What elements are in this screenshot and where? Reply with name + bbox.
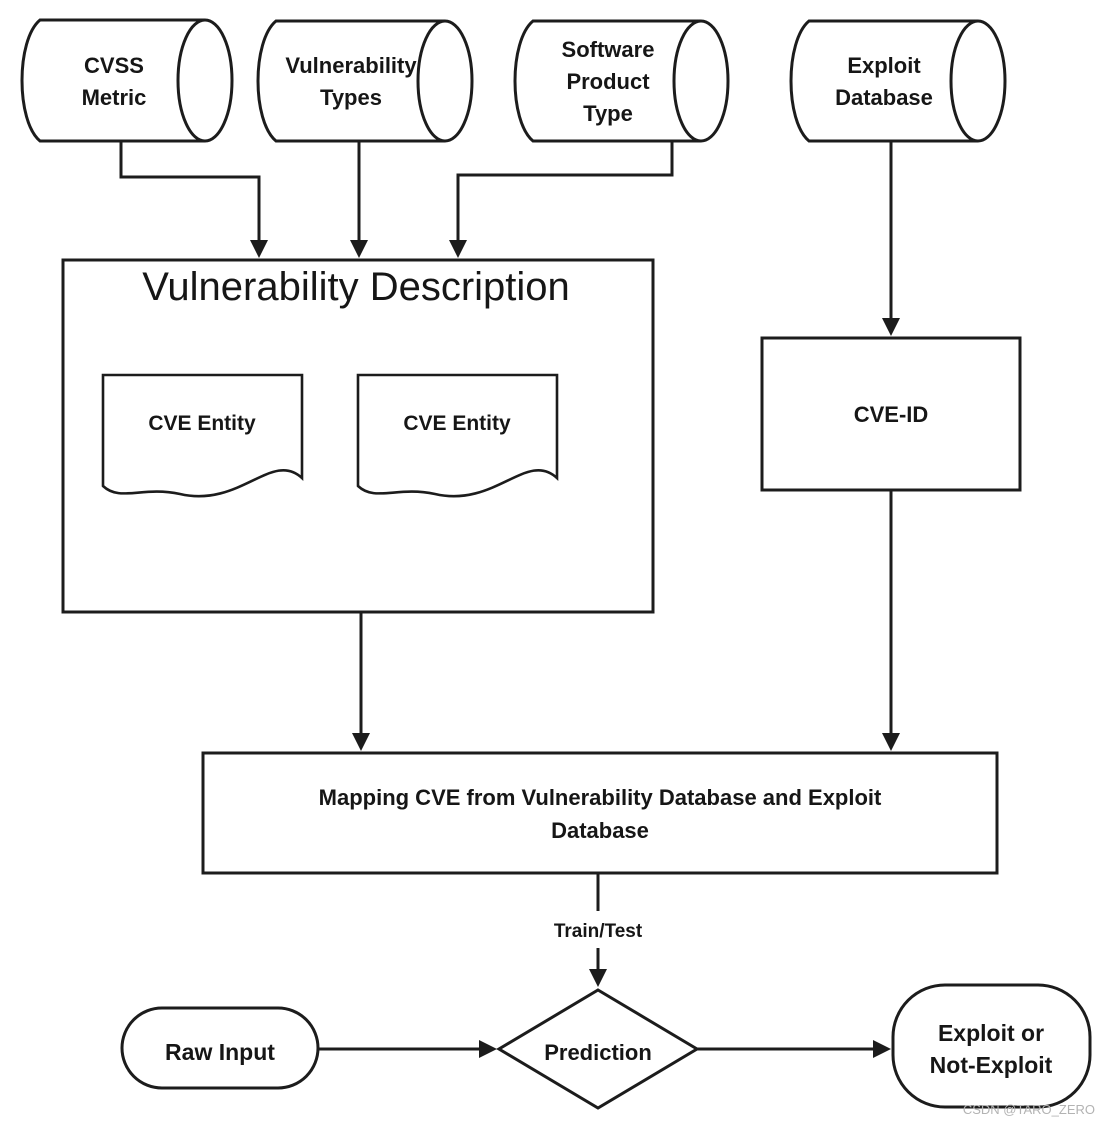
edge-cvss-to-description	[119, 141, 261, 242]
cve-entity-document-2	[356, 373, 559, 498]
result-label-line2: Not-Exploit	[930, 1052, 1053, 1078]
cveid-label: CVE-ID	[854, 402, 929, 427]
softwaretype-label-line3: Type	[583, 101, 633, 126]
exploitdb-cylinder-cap	[949, 19, 1007, 143]
mapping-label-line2: Database	[551, 818, 649, 843]
node-exploit-or-not: Exploit or Not-Exploit	[891, 983, 1092, 1109]
arrowhead-cveid-icon	[882, 733, 900, 751]
node-exploit-database: Exploit Database	[789, 19, 1007, 143]
edge-softwaretype-to-description	[456, 141, 674, 242]
mapping-box	[201, 751, 999, 875]
exploitdb-cylinder-body	[789, 19, 978, 143]
vulntypes-label-line2: Types	[320, 85, 382, 110]
cve-entity-1-label: CVE Entity	[148, 412, 256, 435]
cvss-cylinder-cap	[176, 18, 234, 143]
node-vulnerability-types: Vulnerability Types	[256, 19, 474, 143]
cveid-box	[760, 336, 1022, 492]
arrowhead-exploitdb-icon	[882, 318, 900, 336]
cvss-label-line1: CVSS	[84, 53, 144, 78]
exploitdb-label-line1: Exploit	[847, 53, 921, 78]
arrowhead-traintest-icon	[589, 969, 607, 987]
result-terminator	[891, 983, 1092, 1109]
arrowhead-cvss-icon	[250, 240, 268, 258]
node-mapping: Mapping CVE from Vulnerability Database …	[201, 751, 999, 875]
arrowhead-rawinput-icon	[479, 1040, 497, 1058]
node-prediction: Prediction	[496, 988, 700, 1110]
rawinput-label: Raw Input	[165, 1039, 275, 1065]
node-cvss-metric: CVSS Metric	[20, 18, 234, 143]
edge-label-train-test: Train/Test	[554, 921, 643, 942]
cve-entity-document-1	[101, 373, 304, 498]
arrowhead-softwaretype-icon	[449, 240, 467, 258]
prediction-diamond	[496, 988, 700, 1110]
vulntypes-cylinder-body	[256, 19, 445, 143]
node-software-product-type: Software Product Type	[513, 19, 730, 143]
watermark-text: CSDN @TARO_ZERO	[963, 1102, 1095, 1117]
softwaretype-cylinder-cap	[672, 19, 730, 143]
vulntypes-cylinder-cap	[416, 19, 474, 143]
node-cve-id: CVE-ID	[760, 336, 1022, 492]
vulntypes-label-line1: Vulnerability	[285, 53, 417, 78]
softwaretype-cylinder-body	[513, 19, 701, 143]
prediction-label: Prediction	[544, 1040, 652, 1065]
node-raw-input: Raw Input	[120, 1006, 320, 1090]
cve-entity-2-label: CVE Entity	[403, 412, 511, 435]
arrowhead-vulntypes-icon	[350, 240, 368, 258]
rawinput-terminator	[120, 1006, 320, 1090]
softwaretype-label-line1: Software	[562, 37, 655, 62]
result-label-line1: Exploit or	[938, 1020, 1044, 1046]
softwaretype-label-line2: Product	[566, 69, 650, 94]
description-title: Vulnerability Description	[142, 265, 570, 309]
node-vulnerability-description: Vulnerability Description CVE Entity CVE…	[61, 258, 655, 614]
exploitdb-label-line2: Database	[835, 85, 933, 110]
mapping-label-line1: Mapping CVE from Vulnerability Database …	[319, 785, 882, 810]
arrowhead-result-icon	[873, 1040, 891, 1058]
cvss-cylinder-body	[20, 18, 205, 143]
edges: Train/Test	[119, 141, 900, 1058]
cvss-label-line2: Metric	[82, 85, 147, 110]
arrowhead-description-icon	[352, 733, 370, 751]
